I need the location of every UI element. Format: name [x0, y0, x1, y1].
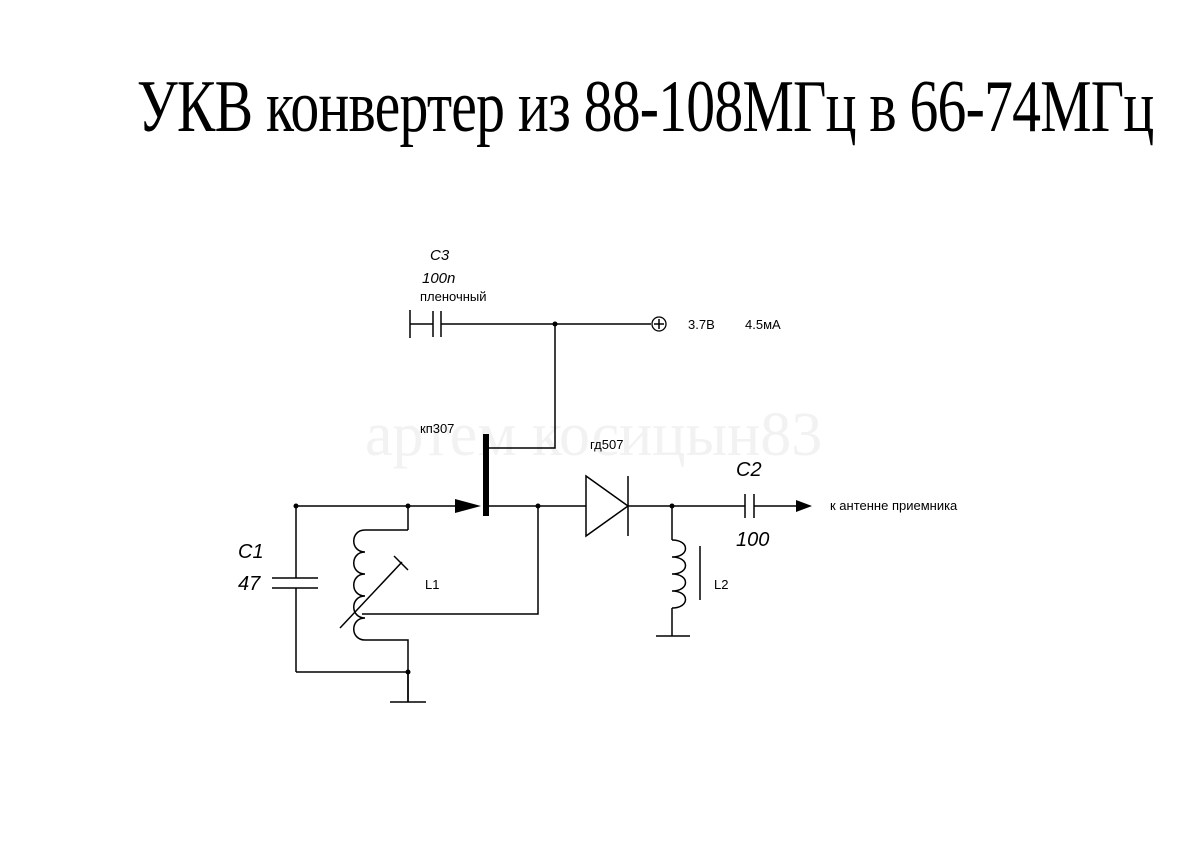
output-label: к антенне приемника	[830, 498, 958, 513]
c3-note-label: пленочный	[420, 289, 487, 304]
drain-wire	[488, 324, 556, 449]
watermark: артем косицын83	[365, 401, 822, 469]
c2-name-label: C2	[736, 459, 762, 481]
junction-dot	[535, 503, 541, 509]
capacitor-c2	[744, 494, 812, 518]
c3-name-label: C3	[430, 247, 450, 264]
capacitor-c1	[272, 506, 318, 672]
l2-label: L2	[714, 577, 728, 592]
power-terminal-plus-icon	[651, 316, 667, 332]
c3-value-label: 100n	[422, 270, 455, 287]
inductor-l2	[671, 506, 701, 636]
transistor-label: кп307	[420, 421, 454, 436]
c1-value-label: 47	[238, 573, 261, 595]
diode-label: гд507	[590, 437, 623, 452]
ground-icon	[390, 672, 426, 703]
capacitor-c3	[409, 310, 442, 338]
current-label: 4.5мА	[745, 317, 781, 332]
l1-label: L1	[425, 577, 439, 592]
diagram-title: УКВ конвертер из 88-108МГц в 66-74МГц	[136, 66, 1154, 148]
l1-tap-wire	[362, 506, 539, 615]
c2-value-label: 100	[736, 529, 769, 551]
voltage-label: 3.7В	[688, 317, 715, 332]
c1-name-label: C1	[238, 541, 264, 563]
diode-gd507	[585, 474, 630, 538]
gate-arrow-icon	[455, 499, 481, 513]
